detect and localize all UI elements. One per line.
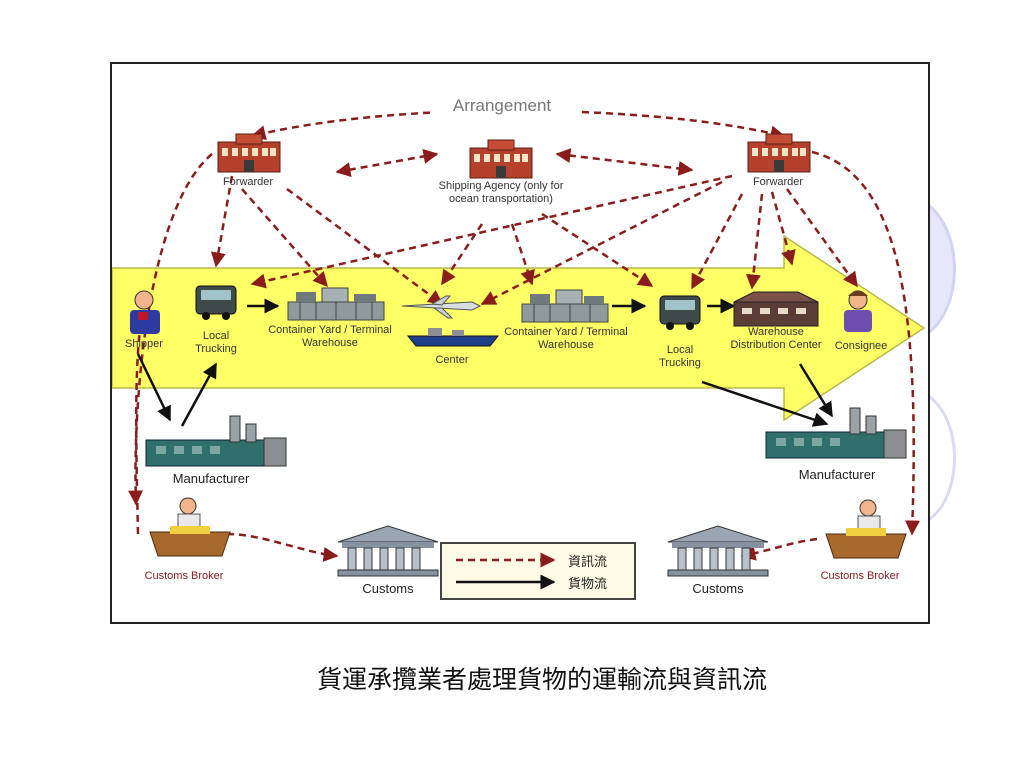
building-icon (217, 133, 281, 173)
factory-icon (145, 415, 287, 467)
customs-broker-icon (825, 499, 907, 559)
person-icon (844, 290, 872, 332)
container-yard-right-label: Container Yard / Terminal Warehouse (504, 326, 628, 351)
customs-building-icon (667, 525, 769, 577)
container-yard-icon (521, 289, 609, 323)
goods-flow-arrows (136, 298, 834, 427)
customs-broker-icon (149, 497, 231, 557)
legend-info-flow-label: 資訊流 (568, 555, 608, 570)
local-trucking-left-label: Local Trucking (195, 330, 237, 355)
warehouse-icon (733, 291, 819, 327)
customs-broker-left-label: Customs Broker (144, 570, 224, 582)
truck-icon (659, 295, 701, 330)
forwarder-left-label: Forwarder (222, 176, 274, 188)
warehouse-distribution-label: Warehouse Distribution Center (730, 326, 822, 351)
manufacturer-left-label: Manufacturer (172, 471, 250, 486)
truck-icon (195, 285, 237, 320)
container-yard-icon (287, 287, 385, 321)
shipper-label: Shipper (125, 338, 163, 350)
customs-right-label: Customs (692, 581, 744, 596)
logistics-flow-diagram: Arrangement Forwarder Shipping Agency (o… (110, 62, 930, 624)
legend-arrows (456, 552, 556, 590)
airplane-icon (401, 295, 482, 319)
forwarder-right-label: Forwarder (752, 176, 804, 188)
center-label: Center (435, 354, 469, 366)
manufacturer-right-label: Manufacturer (798, 467, 876, 482)
factory-icon (765, 407, 907, 459)
slide-caption: 貨運承攬業者處理貨物的運輸流與資訊流 (316, 665, 767, 694)
arrangement-label: Arrangement (432, 96, 572, 116)
customs-broker-right-label: Customs Broker (820, 570, 900, 582)
info-flow-arrows (128, 110, 920, 562)
building-icon (747, 133, 811, 173)
customs-building-icon (337, 525, 439, 577)
customs-left-label: Customs (362, 581, 414, 596)
legend-goods-flow-label: 貨物流 (568, 577, 608, 592)
person-icon (130, 290, 160, 334)
ship-icon (406, 328, 500, 347)
diagram-canvas (112, 110, 926, 577)
shipping-agency-label: Shipping Agency (only for ocean transpor… (438, 180, 564, 205)
building-icon (469, 139, 533, 179)
consignee-label: Consignee (834, 340, 888, 352)
legend: 資訊流 貨物流 (440, 542, 636, 600)
local-trucking-right-label: Local Trucking (659, 344, 701, 369)
container-yard-left-label: Container Yard / Terminal Warehouse (268, 324, 392, 349)
